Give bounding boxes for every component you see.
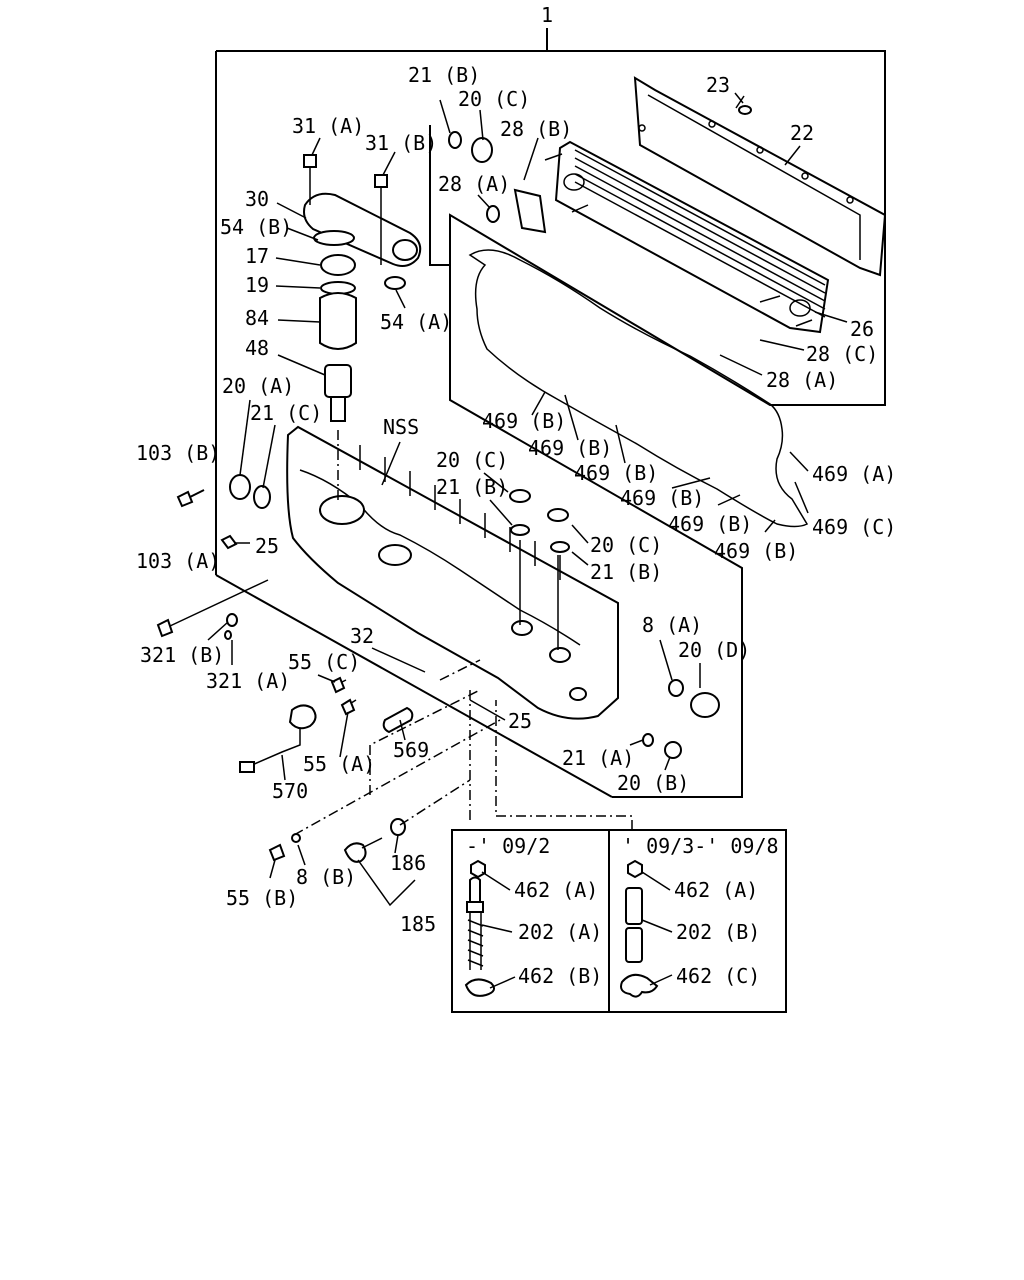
label-nss: NSS [383,415,419,439]
label-84: 84 [245,306,269,330]
label-462c: 462 (C) [676,964,760,988]
label-23: 23 [706,73,730,97]
inset-right-header: ' 09/3-' 09/8 [622,834,779,858]
label-202b: 202 (B) [676,920,760,944]
housing-body [286,425,619,720]
label-20c-mid: 20 (C) [436,448,508,472]
label-32: 32 [350,624,374,648]
label-28b: 28 (B) [500,117,572,141]
label-26: 26 [850,317,874,341]
label-462a-right: 462 (A) [674,878,758,902]
label-103a: 103 (A) [136,549,220,573]
thermostat-housing [303,131,547,422]
main-frame [215,28,886,798]
label-569: 569 [393,738,429,762]
label-21b-top: 21 (B) [408,63,480,87]
label-22: 22 [790,121,814,145]
label-28a-right: 28 (A) [766,368,838,392]
label-20b: 20 (B) [617,771,689,795]
label-469b-6: 469 (B) [714,539,798,563]
label-54b: 54 (B) [220,215,292,239]
assembly-leaders [293,430,633,836]
label-185: 185 [400,912,436,936]
right-fittings [509,489,720,759]
label-469b-2: 469 (B) [528,436,612,460]
label-8b: 8 (B) [296,865,356,889]
label-55a: 55 (A) [303,752,375,776]
variant-inset [451,829,787,1013]
label-20c-top: 20 (C) [458,87,530,111]
label-469b-5: 469 (B) [668,512,752,536]
label-469b-4: 469 (B) [620,486,704,510]
label-20c-mid2: 20 (C) [590,533,662,557]
label-21a: 21 (A) [562,746,634,770]
label-21b-mid: 21 (B) [436,475,508,499]
label-469a: 469 (A) [812,462,896,486]
label-48: 48 [245,336,269,360]
label-21b-mid2: 21 (B) [590,560,662,584]
label-25-mid: 25 [508,709,532,733]
label-leaders [207,92,848,989]
label-31a: 31 (A) [292,114,364,138]
label-54a: 54 (A) [380,310,452,334]
label-20a: 20 (A) [222,374,294,398]
bolt-23-head [738,105,752,115]
assembly-number: 1 [541,3,553,27]
label-31b: 31 (B) [365,131,437,155]
oil-cooler-core [544,140,830,334]
callout-labels: 23 22 21 (B) 20 (C) 28 (B) 28 (A) 31 (A)… [136,63,896,988]
label-21c: 21 (C) [250,401,322,425]
inset-left-header: -' 09/2 [466,834,550,858]
label-202a: 202 (A) [518,920,602,944]
label-462b: 462 (B) [518,964,602,988]
label-28c: 28 (C) [806,342,878,366]
label-469c: 469 (C) [812,515,896,539]
label-103b: 103 (B) [136,441,220,465]
label-469b-3: 469 (B) [574,461,658,485]
label-20d: 20 (D) [678,638,750,662]
gasket-outline [468,249,809,528]
label-8a: 8 (A) [642,613,702,637]
label-462a-left: 462 (A) [514,878,598,902]
label-321b: 321 (B) [140,643,224,667]
label-55b: 55 (B) [226,886,298,910]
label-469b-1: 469 (B) [482,409,566,433]
label-321a: 321 (A) [206,669,290,693]
label-30: 30 [245,187,269,211]
label-17: 17 [245,244,269,268]
oil-cooler-cover [633,76,887,277]
label-25-top: 25 [255,534,279,558]
bolt-23-icon [735,95,745,109]
label-55c: 55 (C) [288,650,360,674]
label-19: 19 [245,273,269,297]
label-570: 570 [272,779,308,803]
label-28a-top: 28 (A) [438,172,510,196]
label-186: 186 [390,851,426,875]
